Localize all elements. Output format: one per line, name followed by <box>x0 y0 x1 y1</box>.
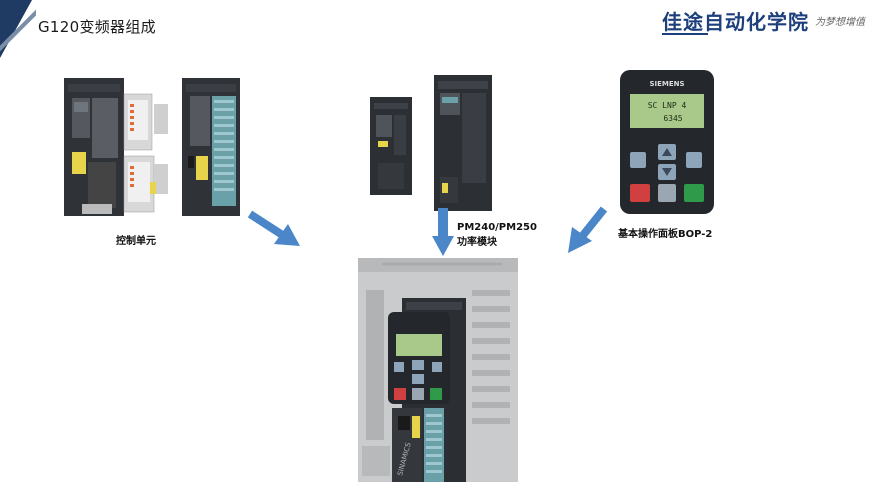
arrow-bop-to-assembly <box>568 206 608 253</box>
control-unit-label: 控制单元 <box>116 236 156 247</box>
bop2-panel-image: SIEMENS SC LNP 4 6345 <box>618 68 716 216</box>
slide-title: G120变频器组成 <box>38 18 156 36</box>
bop-display-line2: 6345 <box>663 114 682 123</box>
corner-stripe <box>0 0 36 62</box>
power-module-label-line2: 功率模块 <box>457 237 497 248</box>
logo-underline <box>662 33 708 35</box>
arrow-power-to-assembly <box>432 208 454 256</box>
bop-brand: SIEMENS <box>649 80 684 88</box>
assembled-inverter-image: SINAMICS <box>352 250 522 486</box>
control-unit-image <box>62 74 244 220</box>
logo-name: 佳途自动化学院 <box>662 9 809 34</box>
logo-slogan: 为梦想增值 <box>815 16 865 28</box>
power-module-label-line1: PM240/PM250 <box>457 222 537 233</box>
bop2-label: 基本操作面板BOP-2 <box>618 229 713 240</box>
bop-display-line1: SC LNP 4 <box>648 101 687 110</box>
brand-logo: 佳途自动化学院 为梦想增值 <box>662 3 888 37</box>
arrow-control-to-assembly <box>247 210 300 246</box>
power-module-label: PM240/PM250 功率模块 <box>457 220 537 250</box>
power-module-image <box>356 67 498 217</box>
